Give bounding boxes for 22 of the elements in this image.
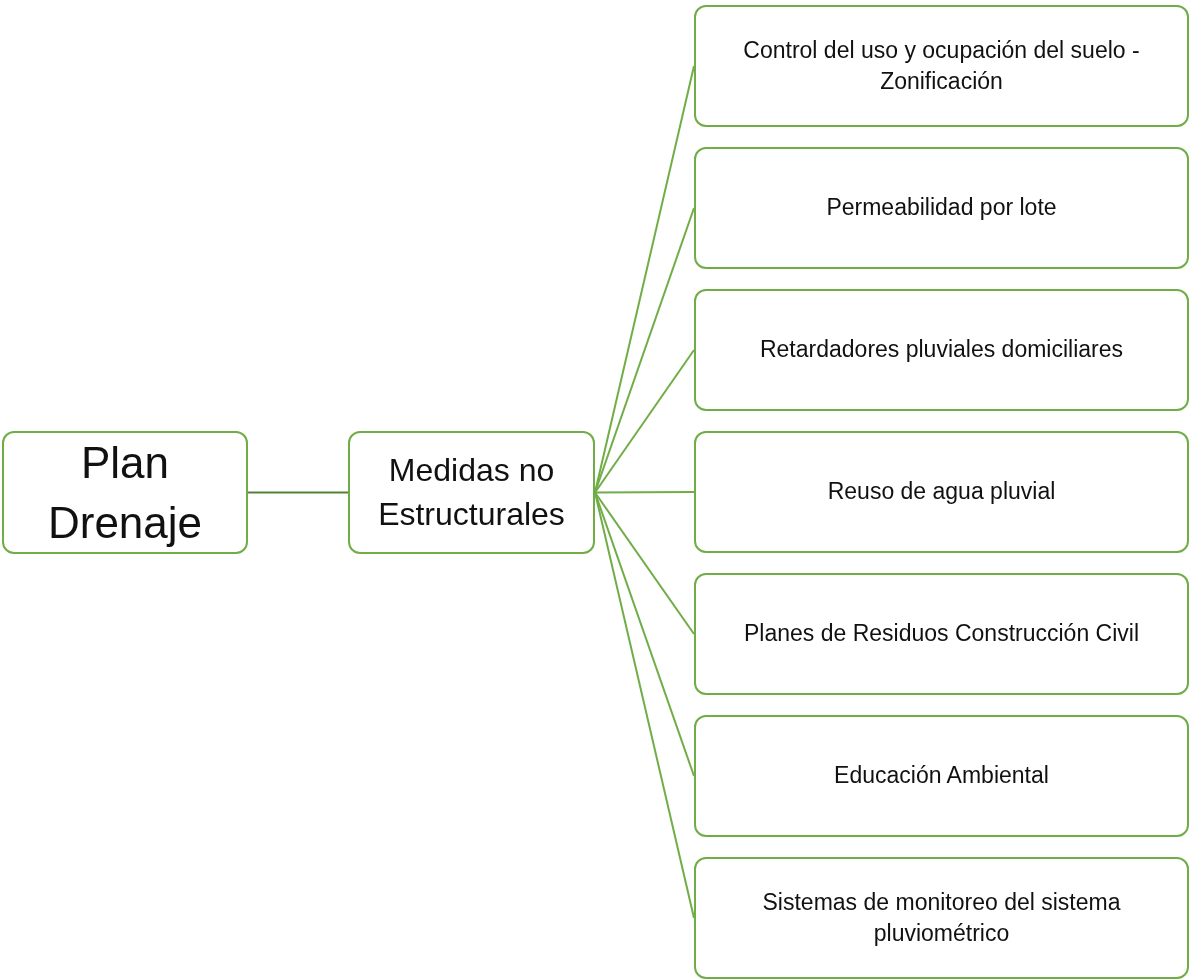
node-label: Reuso de agua pluvial (826, 477, 1057, 507)
topic-box (348, 431, 595, 554)
node-label: Educación Ambiental (833, 761, 1050, 791)
topic-box (694, 147, 1189, 269)
node-label: Planes de Residuos Construcción Civil (743, 619, 1140, 649)
node-label: Permeabilidad por lote (825, 193, 1058, 223)
topic-box (694, 857, 1189, 979)
connector-line (594, 349, 695, 494)
topic-box (2, 431, 248, 554)
node-label: Plan Drenaje (46, 437, 204, 549)
connector-line (594, 491, 695, 494)
topic-box (694, 5, 1189, 127)
node-label: Control del uso y ocupación del suelo - Zonificación (742, 35, 1141, 96)
connector-line (247, 491, 349, 494)
connector-line (594, 491, 695, 635)
topic-box (694, 715, 1189, 837)
topic-box (694, 289, 1189, 411)
topic-box (694, 573, 1189, 695)
node-label: Medidas no Estructurales (377, 451, 566, 534)
node-label: Sistemas de monitoreo del sistema pluviométrico (761, 887, 1122, 948)
node-label: Retardadores pluviales domiciliares (758, 335, 1125, 365)
topic-box (694, 431, 1189, 553)
